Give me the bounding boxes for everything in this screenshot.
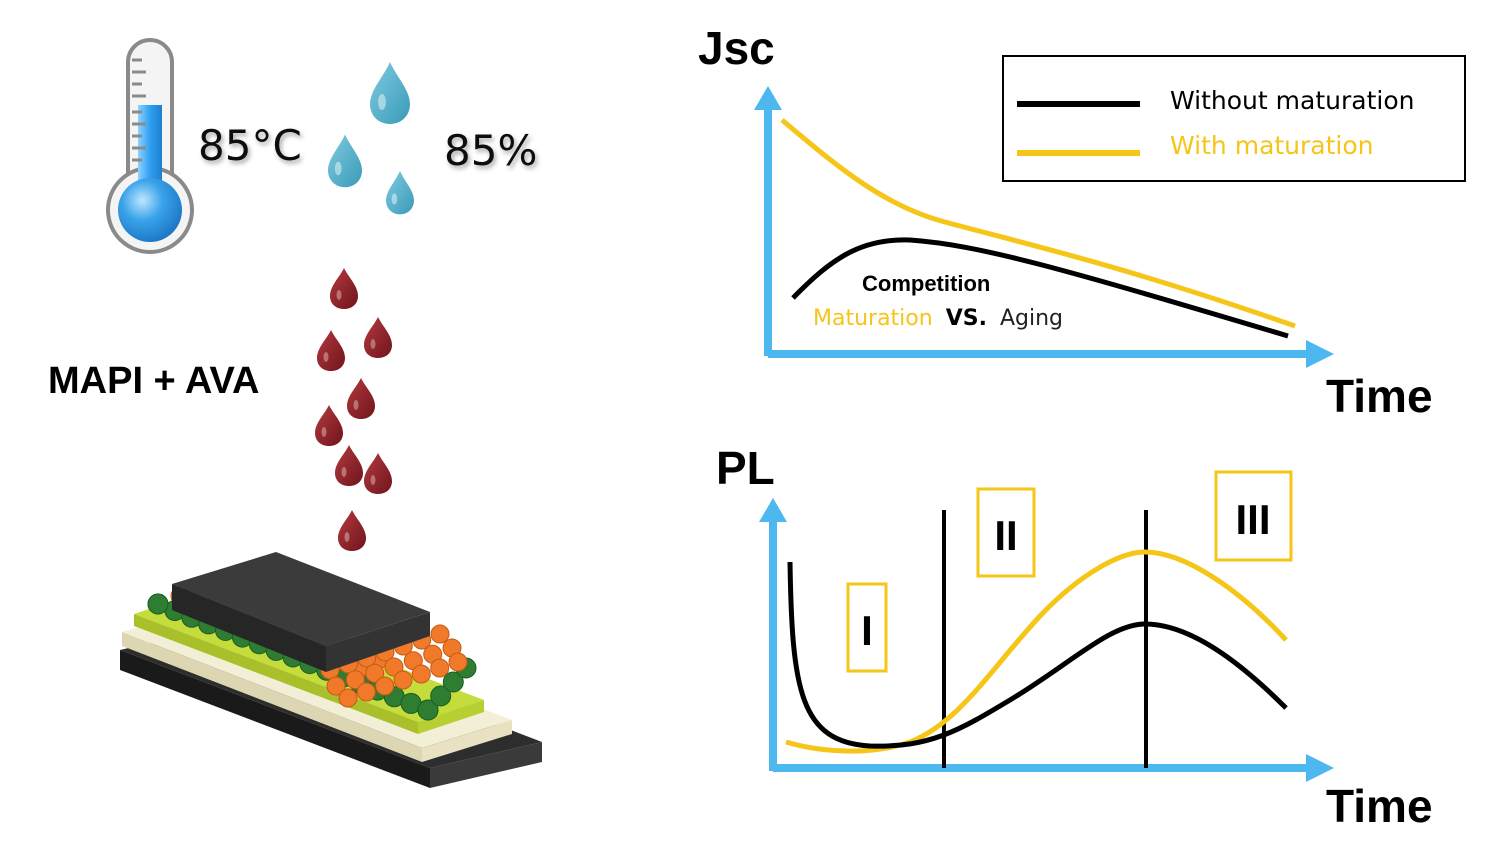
thermometer-icon	[106, 38, 194, 254]
orange-sphere	[393, 670, 413, 690]
pl-region-label-2: II	[994, 512, 1017, 559]
green-sphere	[147, 593, 169, 615]
orange-sphere	[448, 652, 468, 672]
jsc-axes	[764, 108, 1310, 358]
pl-axes	[769, 520, 1310, 772]
jsc-y-label: Jsc	[698, 22, 775, 74]
pl-region-box-3: III	[1214, 470, 1293, 562]
orange-sphere	[411, 664, 431, 684]
pl-y-label: PL	[716, 442, 775, 494]
jsc-plot: Jsc Time Competition Maturation VS. Agin…	[698, 22, 1466, 422]
legend-label-with: With maturation	[1170, 131, 1374, 160]
green-sphere	[417, 699, 439, 721]
pl-region-label-3: III	[1235, 496, 1270, 543]
pl-x-label: Time	[1326, 780, 1433, 832]
material-label: MAPI + AVA	[48, 360, 260, 402]
jsc-annotation-maturation: Maturation	[813, 306, 933, 331]
pl-region-box-1: I	[846, 582, 888, 673]
green-sphere	[430, 685, 452, 707]
jsc-curve-with-maturation	[780, 118, 1296, 329]
green-sphere	[442, 671, 464, 693]
orange-sphere	[356, 682, 376, 702]
jsc-annotation-line2: Maturation VS. Aging	[813, 306, 1063, 331]
pl-curve-without-maturation	[787, 561, 1288, 749]
orange-sphere	[375, 676, 395, 696]
orange-sphere	[326, 676, 346, 696]
water-drops-icon	[328, 62, 414, 215]
jsc-y-arrow	[754, 86, 782, 110]
jsc-x-arrow	[1306, 340, 1334, 368]
jsc-x-label: Time	[1326, 370, 1433, 422]
orange-sphere	[384, 657, 404, 677]
orange-sphere	[338, 688, 358, 708]
pl-region-label-1: I	[861, 607, 873, 654]
jsc-annotation-aging: Aging	[1000, 306, 1063, 331]
legend-label-without: Without maturation	[1170, 86, 1414, 115]
humidity-label: 85%	[444, 126, 537, 175]
device-stack-icon	[120, 552, 542, 788]
jsc-legend: Without maturation With maturation	[1002, 55, 1466, 182]
pl-curve-with-maturation	[785, 549, 1288, 754]
orange-sphere	[345, 670, 365, 690]
pl-x-arrow	[1306, 754, 1334, 782]
jsc-curve-without-maturation	[791, 237, 1289, 339]
precursor-drops-icon	[315, 268, 392, 551]
jsc-annotation-vs: VS.	[946, 306, 987, 331]
orange-sphere	[430, 658, 450, 678]
pl-region-box-2: II	[976, 487, 1036, 578]
orange-sphere	[430, 624, 450, 644]
temperature-label: 85°C	[198, 121, 302, 170]
pl-plot: PL Time I II III	[716, 442, 1433, 832]
pl-y-arrow	[759, 498, 787, 522]
orange-sphere	[365, 663, 385, 683]
jsc-annotation-competition: Competition	[862, 271, 990, 296]
